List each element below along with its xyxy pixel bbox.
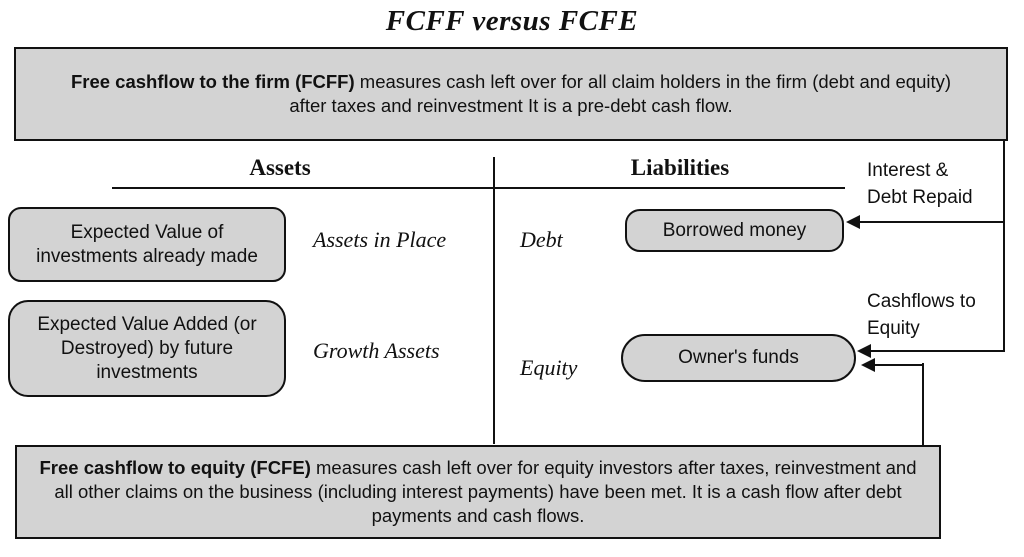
liabilities-header: Liabilities — [630, 155, 730, 180]
fcff-definition: measures cash left over for all claim ho… — [289, 71, 952, 116]
borrowed-money-box: Borrowed money — [625, 209, 844, 252]
fcff-description-box: Free cashflow to the firm (FCFF) measure… — [14, 47, 1008, 141]
interest-debt-repaid-label: Interest & Debt Repaid — [867, 160, 973, 208]
assets-header: Assets — [249, 155, 311, 180]
equity-label: Equity — [520, 355, 578, 380]
fcfe-description-text: Free cashflow to equity (FCFE) measures … — [29, 456, 927, 528]
arrow-interest-debt-repaid-line — [858, 221, 1005, 223]
future-investments-box: Expected Value Added (or Destroyed) by f… — [8, 300, 286, 397]
arrow-fcfe-line — [873, 364, 924, 366]
fcfe-description-box: Free cashflow to equity (FCFE) measures … — [15, 445, 941, 539]
owners-funds-box: Owner's funds — [621, 334, 856, 382]
arrow-interest-debt-repaid-head — [846, 215, 860, 229]
cashflows-to-equity-label: Cashflows to Equity — [867, 291, 976, 339]
arrow-fcfe-head — [861, 358, 875, 372]
fcfe-term: Free cashflow to equity (FCFE) — [39, 457, 311, 478]
fcfe-connector-vline — [922, 363, 924, 446]
arrow-cashflows-to-equity-head — [857, 344, 871, 358]
growth-assets-label: Growth Assets — [313, 338, 440, 363]
fcff-term: Free cashflow to the firm (FCFF) — [70, 71, 355, 92]
fcff-connector-vline — [1003, 141, 1005, 352]
fcff-description-text: Free cashflow to the firm (FCFF) measure… — [58, 70, 964, 118]
arrow-cashflows-to-equity-line — [869, 350, 1005, 352]
investments-made-box: Expected Value of investments already ma… — [8, 207, 286, 282]
diagram-title: FCFF versus FCFE — [385, 5, 639, 37]
assets-in-place-label: Assets in Place — [313, 227, 447, 252]
header-underline — [112, 187, 845, 189]
fcfe-definition: measures cash left over for equity inves… — [54, 457, 917, 526]
debt-label: Debt — [520, 227, 563, 252]
balance-sheet-divider — [493, 157, 495, 444]
